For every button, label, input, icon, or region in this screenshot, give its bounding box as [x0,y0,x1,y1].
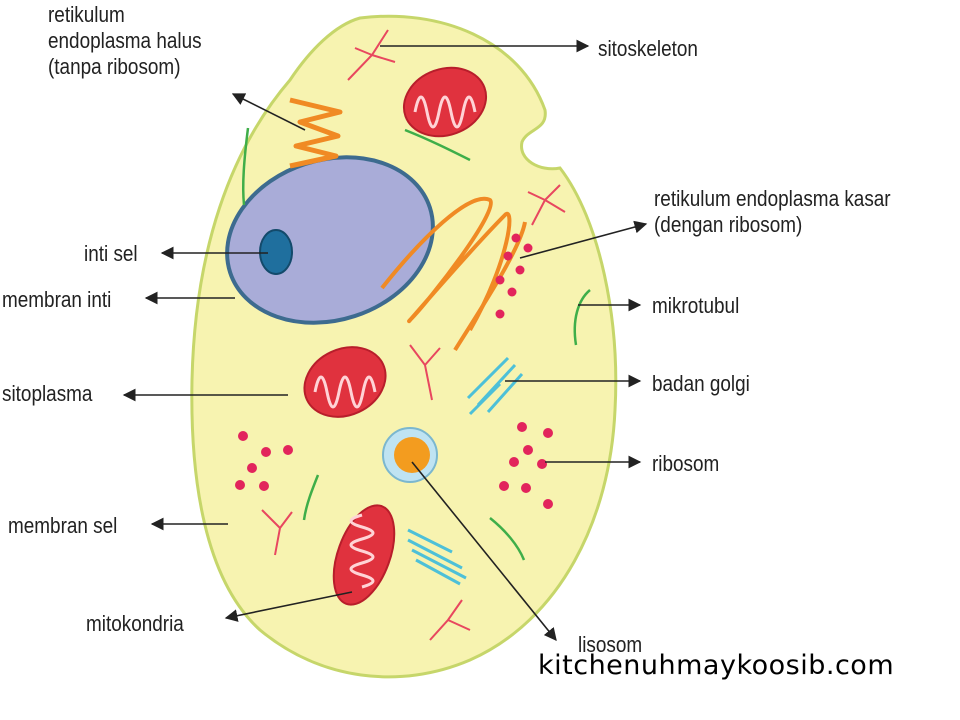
rough-er-ribosomes [495,233,533,319]
label-nucleolus: inti sel [84,241,138,266]
pointer-lines [122,39,648,641]
watermark-text: kitchenuhmaykoosib.com [538,650,895,681]
cytoskeleton-filaments [261,29,566,641]
ribosomes-right [499,422,553,509]
nucleolus [259,229,293,275]
label-microtubule: mikrotubul [652,293,740,318]
label-mitochondria: mitokondria [86,611,184,636]
label-cell-membrane: membran sel [8,513,118,538]
label-rough-er: retikulum endoplasma kasar (dengan ribos… [654,186,891,237]
mitochondrion-bottom [332,504,396,606]
mitochondrion-top [402,66,488,138]
cell-membrane-shape [190,14,618,679]
mitochondrion-mid [303,346,387,418]
label-golgi: badan golgi [652,371,750,396]
label-ribosome: ribosom [652,451,720,476]
smooth-er-shape [289,97,343,169]
microtubules [241,127,591,561]
label-smooth-er: retikulum endoplasma halus (tanpa riboso… [48,2,202,79]
label-lysosome: lisosom [578,632,643,657]
label-nuclear-membrane: membran inti [2,287,112,312]
label-cytoskeleton: sitoskeleton [598,36,698,61]
ribosomes-left [235,431,293,491]
label-cytoplasm: sitoplasma [2,381,93,406]
golgi-apparatus-2 [407,528,467,586]
lysosome-core [394,437,430,473]
